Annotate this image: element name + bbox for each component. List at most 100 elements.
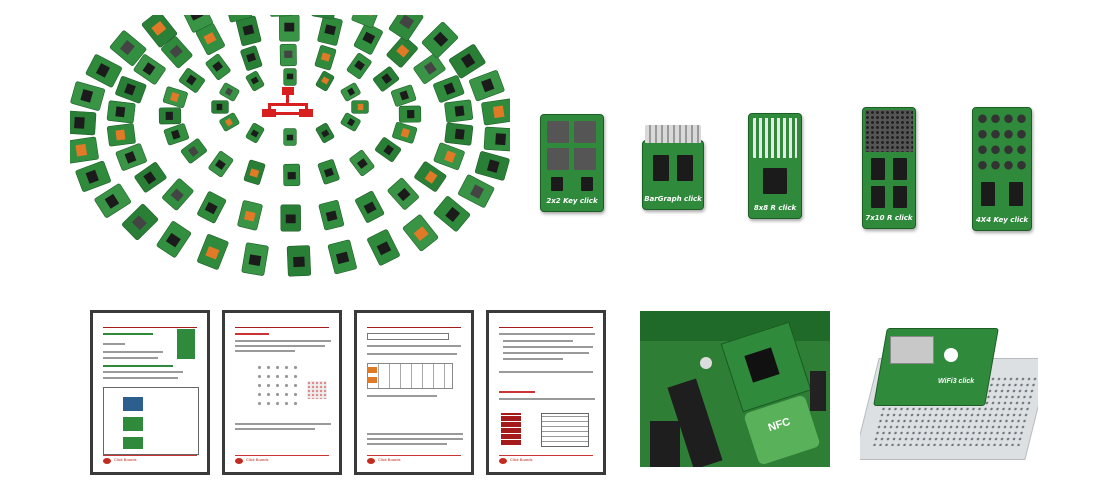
- mini-click-board: [163, 123, 190, 146]
- mini-click-board: [245, 122, 265, 143]
- mini-click-board: [340, 82, 361, 102]
- mini-click-board: [197, 234, 229, 270]
- mini-click-board: [351, 0, 383, 28]
- mini-click-board: [158, 107, 182, 125]
- mini-click-board: [156, 221, 192, 258]
- mini-click-board: [106, 123, 136, 147]
- mini-click-board: [386, 35, 418, 68]
- board-bargraph-click: BarGraph click: [642, 125, 704, 210]
- mini-click-board: [483, 126, 516, 152]
- photo-nfc-click: NFC: [640, 311, 830, 467]
- mini-click-board: [398, 105, 422, 123]
- mini-click-board: [444, 122, 474, 146]
- mini-click-board: [235, 15, 262, 46]
- mini-click-board: [205, 53, 231, 80]
- doc-footer-text: Click Boards: [114, 457, 137, 462]
- mini-click-board: [133, 54, 166, 85]
- mini-click-board: [458, 174, 495, 208]
- mini-click-board: [315, 122, 335, 143]
- board-7x10-r-click: 7x10 R click: [862, 107, 916, 229]
- mini-click-board: [197, 191, 227, 224]
- document-page-2: Click Boards: [222, 310, 342, 475]
- board-label: 7x10 R click: [865, 214, 913, 222]
- mini-click-board: [161, 36, 193, 69]
- mini-click-board: [474, 151, 510, 181]
- click-boards-collection: [64, 0, 516, 285]
- mini-click-board: [279, 14, 300, 42]
- mini-click-board: [178, 68, 205, 93]
- mini-click-board: [283, 128, 297, 146]
- mini-click-board: [367, 229, 400, 266]
- mini-click-board: [219, 82, 240, 102]
- mini-click-board: [414, 161, 447, 192]
- doc-footer-text: Click Boards: [510, 457, 533, 462]
- mini-click-board: [387, 177, 419, 210]
- mini-click-board: [469, 70, 505, 102]
- mini-click-board: [162, 86, 188, 108]
- mini-click-board: [444, 99, 474, 123]
- mini-click-board: [340, 112, 361, 132]
- mini-click-board: [346, 52, 372, 79]
- mini-click-board: [162, 178, 194, 211]
- board-8x8-r-click: 8x8 R click: [748, 113, 802, 219]
- mini-click-board: [481, 98, 515, 126]
- mini-click-board: [355, 191, 385, 223]
- mini-click-board: [85, 54, 122, 88]
- mini-click-board: [283, 68, 297, 86]
- mini-click-board: [195, 23, 225, 55]
- mini-click-board: [280, 204, 301, 232]
- mini-click-board: [375, 137, 402, 162]
- board-label: BarGraph click: [644, 195, 702, 203]
- mini-click-board: [180, 138, 207, 164]
- mini-click-board: [241, 242, 269, 276]
- mini-click-board: [283, 163, 301, 187]
- mini-click-board: [402, 214, 439, 252]
- mini-click-board: [115, 143, 147, 171]
- document-page-1: Click Boards: [90, 310, 210, 475]
- mini-click-board: [349, 150, 375, 177]
- mini-click-board: [392, 122, 418, 144]
- mini-click-board: [318, 200, 345, 231]
- mini-click-board: [315, 71, 335, 92]
- boards-spiral-graphic: [64, 0, 516, 277]
- mini-click-board: [351, 100, 369, 114]
- document-page-4: Click Boards: [486, 310, 606, 475]
- mini-click-board: [245, 71, 265, 92]
- mini-click-board: [70, 81, 106, 111]
- mini-click-board: [240, 45, 263, 71]
- mini-click-board: [449, 44, 486, 79]
- mini-click-board: [433, 196, 471, 232]
- mini-click-board: [109, 30, 147, 66]
- mini-click-board: [64, 110, 97, 136]
- mini-click-board: [94, 183, 131, 218]
- mini-click-board: [317, 159, 340, 185]
- board-label: 4X4 Key click: [975, 216, 1029, 224]
- mini-click-board: [314, 45, 337, 71]
- mini-click-board: [286, 245, 312, 277]
- board-4x4-key-click: 4X4 Key click: [972, 107, 1032, 231]
- doc-footer-text: Click Boards: [246, 457, 269, 462]
- mini-click-board: [75, 160, 111, 192]
- mini-click-board: [421, 21, 459, 58]
- wifi3-label: WiFi3 click: [938, 378, 975, 385]
- mini-click-board: [141, 10, 178, 48]
- mini-click-board: [388, 4, 424, 41]
- mini-click-board: [317, 15, 343, 46]
- mini-click-board: [243, 159, 266, 185]
- mini-click-board: [134, 162, 167, 193]
- mini-click-board: [327, 239, 357, 275]
- doc-footer-text: Click Boards: [378, 457, 401, 462]
- mini-click-board: [373, 66, 400, 92]
- mini-click-board: [433, 75, 465, 103]
- mini-click-board: [65, 136, 99, 164]
- board-2x2-key-click: 2x2 Key click: [540, 114, 604, 212]
- mini-click-board: [353, 22, 383, 55]
- photo-wifi3-click: WiFi3 click: [860, 318, 1038, 466]
- mini-click-board: [237, 200, 263, 231]
- mini-click-board: [219, 112, 240, 132]
- mini-click-board: [413, 53, 446, 84]
- mini-click-board: [121, 204, 159, 241]
- mini-click-board: [211, 100, 229, 114]
- board-label: 2x2 Key click: [546, 197, 598, 205]
- mini-click-board: [106, 100, 136, 124]
